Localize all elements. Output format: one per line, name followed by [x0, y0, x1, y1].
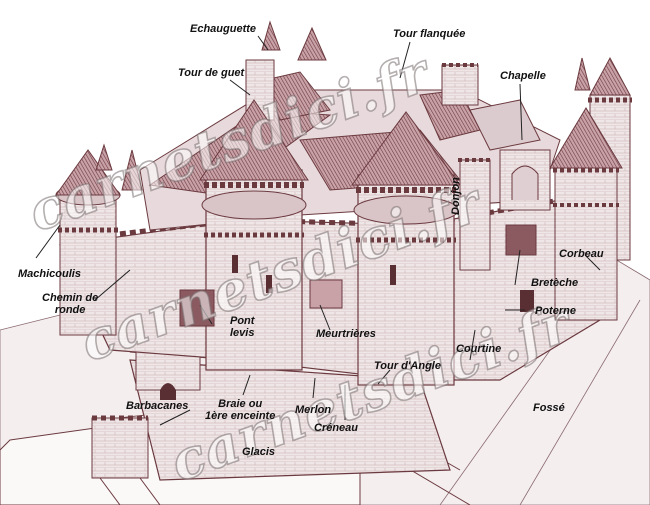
leader-lines — [35, 35, 601, 426]
label-tour-de-guet: Tour de guet — [178, 67, 245, 79]
label-chapelle: Chapelle — [500, 70, 546, 82]
label-meurtrieres: Meurtrières — [316, 328, 376, 340]
label-breteche: Bretèche — [531, 277, 579, 289]
label-donjon: Donjon — [450, 177, 462, 215]
tower-machicoulis — [55, 143, 143, 336]
label-corbeau: Corbeau — [559, 248, 604, 260]
label-courtine: Courtine — [456, 343, 502, 355]
label-creneau: Créneau — [314, 422, 359, 434]
label-pont-levis: Pont levis — [230, 315, 255, 339]
label-braie: Braie ou 1ère enceinte — [205, 398, 276, 422]
label-fosse: Fossé — [533, 402, 565, 414]
tower-right-front — [505, 107, 623, 321]
label-merlon: Merlon — [295, 404, 332, 416]
label-echauguette: Echauguette — [190, 23, 257, 35]
donjon-building — [458, 158, 492, 271]
label-machicoulis: Machicoulis — [18, 268, 81, 280]
label-chemin-de-ronde: Chemin de ronde — [42, 292, 99, 316]
label-poterne: Poterne — [535, 305, 576, 317]
label-tour-d-angle: Tour d'Angle — [374, 360, 441, 372]
tower-center-right — [309, 111, 461, 386]
label-barbacanes: Barbacanes — [126, 400, 189, 412]
tower-center-left — [179, 99, 309, 371]
label-glacis: Glacis — [242, 446, 276, 458]
label-tour-flanquee: Tour flanquée — [393, 28, 466, 40]
